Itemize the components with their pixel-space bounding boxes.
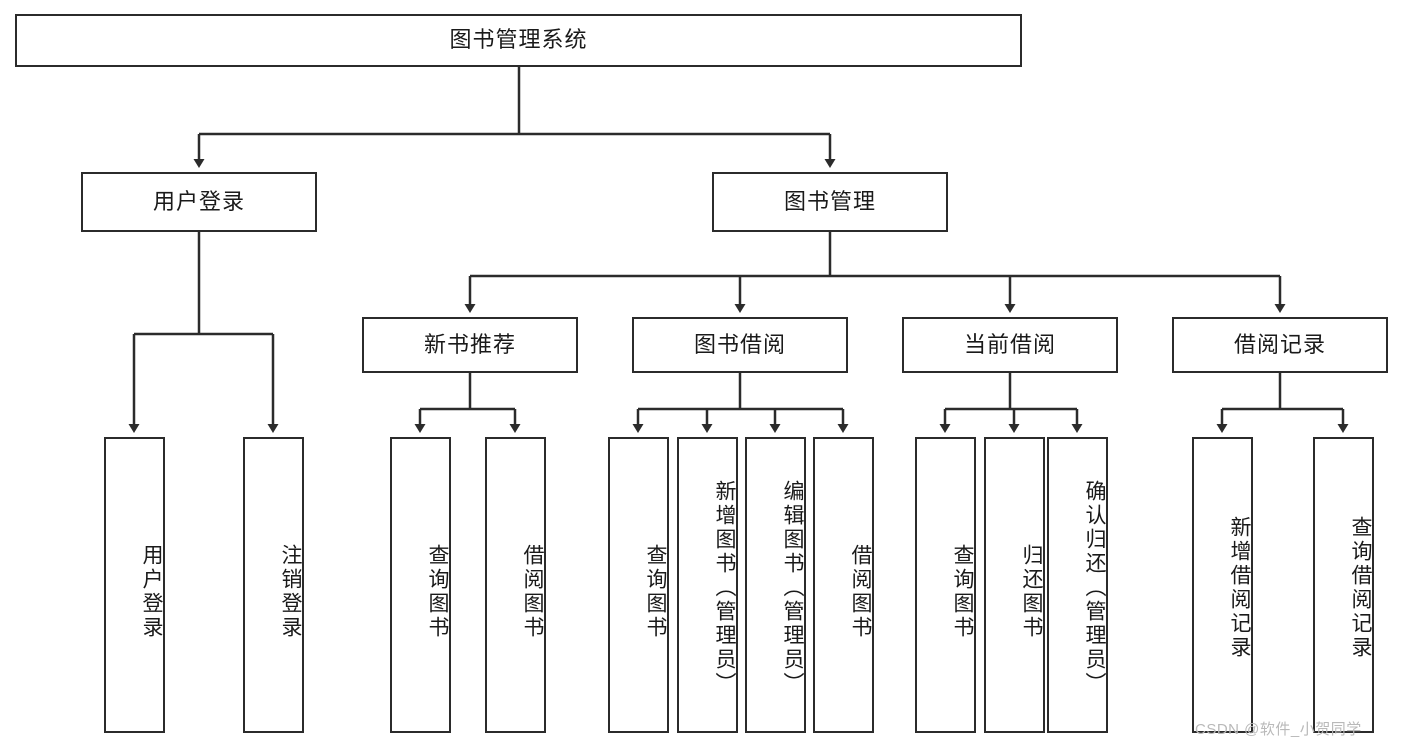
node-level2-current-borrow[interactable]: 当前借阅 [902,317,1118,373]
node-leaf-borrow-book[interactable]: 借阅图书 [813,437,874,733]
node-label: 用户登录 [140,544,163,640]
node-label: 查询图书 [426,544,449,640]
node-leaf-add-book-admin[interactable]: 新增图书（管理员） [677,437,738,733]
node-label: 新书推荐 [423,331,516,357]
node-label: 新增图书（管理员） [713,480,736,696]
node-leaf-query-book-borrow[interactable]: 查询图书 [608,437,669,733]
node-level2-new-book-recommend[interactable]: 新书推荐 [362,317,578,373]
node-label: 查询借阅记录 [1349,516,1372,660]
node-leaf-logout[interactable]: 注销登录 [243,437,304,733]
node-label: 当前借阅 [963,331,1056,357]
csdn-watermark: CSDN @软件_小贺同学 [1195,721,1362,738]
node-leaf-query-book-current[interactable]: 查询图书 [915,437,976,733]
node-level1-user-login[interactable]: 用户登录 [81,172,317,232]
node-label: 借阅记录 [1233,331,1326,357]
node-label: 借阅图书 [521,544,544,640]
node-label: 归还图书 [1020,544,1043,640]
node-leaf-add-borrow-record[interactable]: 新增借阅记录 [1192,437,1253,733]
node-leaf-user-login[interactable]: 用户登录 [104,437,165,733]
node-leaf-edit-book-admin[interactable]: 编辑图书（管理员） [745,437,806,733]
node-leaf-query-book-recommend[interactable]: 查询图书 [390,437,451,733]
node-label: 注销登录 [279,544,302,640]
node-level2-book-borrow[interactable]: 图书借阅 [632,317,848,373]
node-root[interactable]: 图书管理系统 [15,14,1022,67]
node-level1-book-management[interactable]: 图书管理 [712,172,948,232]
node-leaf-query-borrow-record[interactable]: 查询借阅记录 [1313,437,1374,733]
node-label: 查询图书 [644,544,667,640]
node-leaf-borrow-book-recommend[interactable]: 借阅图书 [485,437,546,733]
node-label: 确认归还（管理员） [1083,480,1106,696]
node-level2-borrow-records[interactable]: 借阅记录 [1172,317,1388,373]
node-label: 查询图书 [951,544,974,640]
node-label: 用户登录 [152,188,245,214]
node-label: 借阅图书 [849,544,872,640]
node-leaf-return-book[interactable]: 归还图书 [984,437,1045,733]
node-label: 图书管理 [783,188,876,214]
node-leaf-confirm-return-admin[interactable]: 确认归还（管理员） [1047,437,1108,733]
node-label: 图书借阅 [693,331,786,357]
node-label: 新增借阅记录 [1228,516,1251,660]
node-label: 图书管理系统 [449,27,588,53]
node-label: 编辑图书（管理员） [781,480,804,696]
